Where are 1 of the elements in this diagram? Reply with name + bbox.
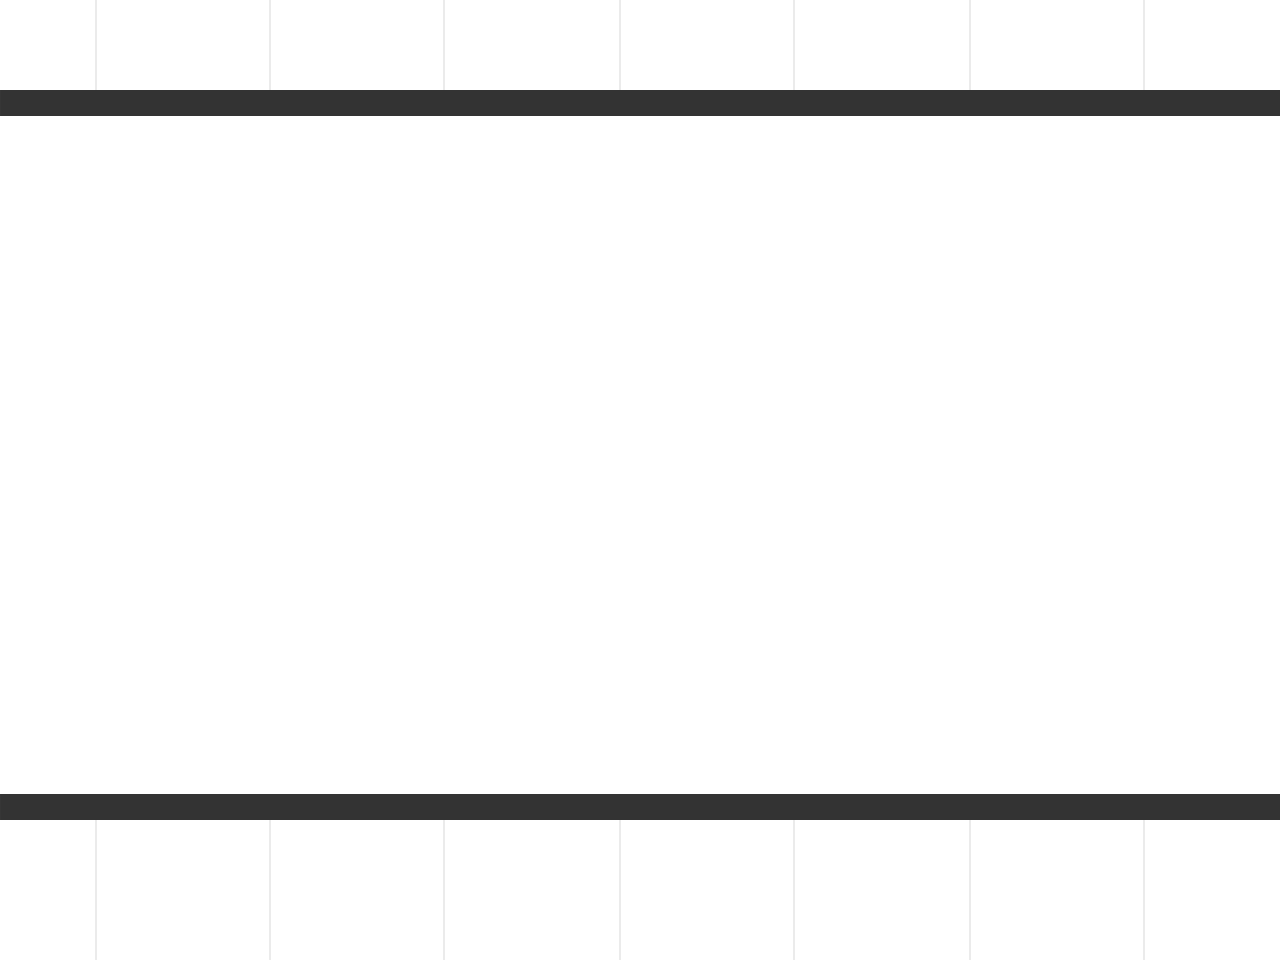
frame-band	[0, 90, 1280, 820]
